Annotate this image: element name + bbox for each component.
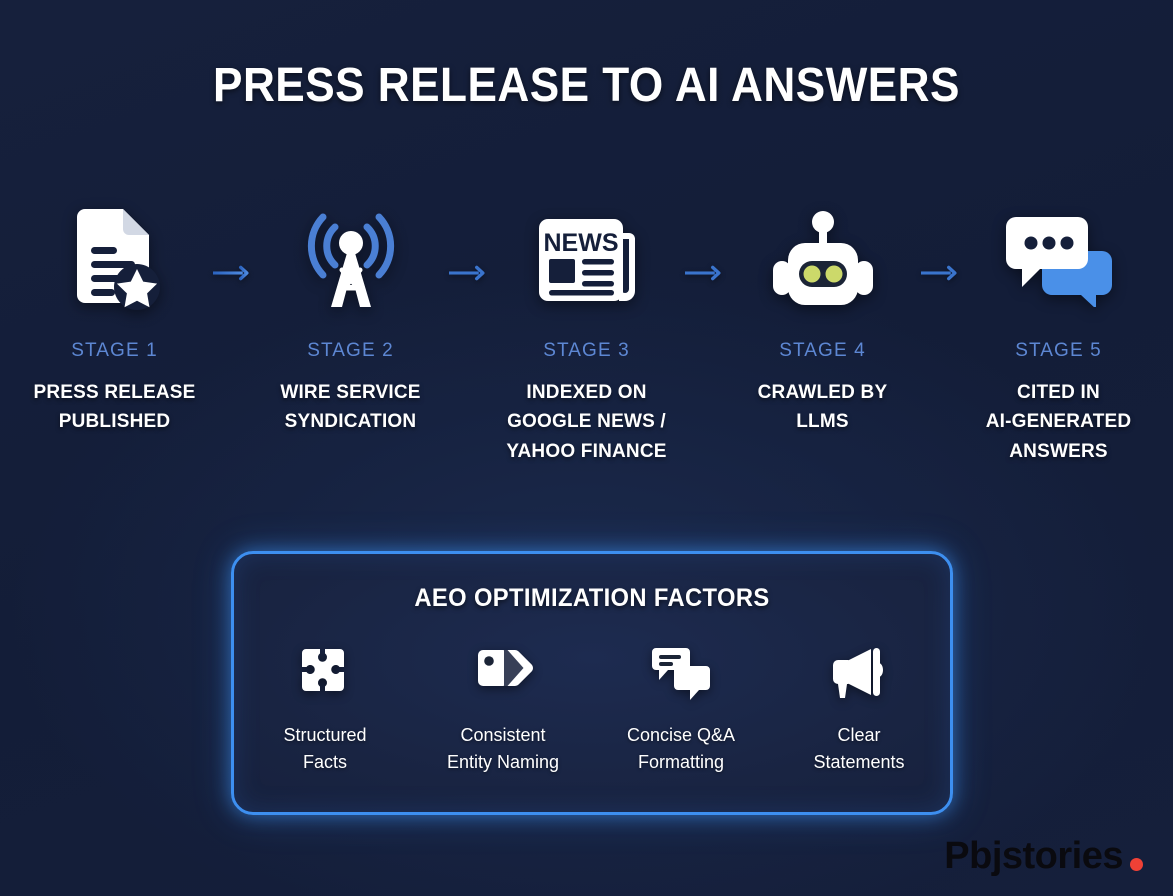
stage-1-number: STAGE 1 (71, 340, 158, 361)
page-title: PRESS RELEASE TO AI ANSWERS (213, 59, 960, 112)
qa-bubbles-icon (646, 641, 716, 703)
megaphone-icon (824, 641, 894, 703)
puzzle-icon (290, 641, 360, 703)
chat-bubbles-icon (994, 205, 1124, 313)
newspaper-headline: NEWS (543, 229, 618, 257)
newspaper-icon: NEWS (522, 205, 652, 313)
broadcast-tower-icon (286, 205, 416, 313)
stage-2-number: STAGE 2 (307, 340, 394, 361)
stage-4-number: STAGE 4 (779, 340, 866, 361)
document-star-icon (50, 205, 180, 313)
arrow-2 (448, 260, 489, 286)
aeo-panel-title: AEO OPTIMIZATION FACTORS (414, 584, 770, 612)
stage-5-number: STAGE 5 (1015, 340, 1102, 361)
brand-logo: Pbjstories (944, 835, 1143, 878)
brand-logo-dot (1130, 858, 1143, 871)
tags-icon (468, 641, 538, 703)
arrow-1 (212, 260, 253, 286)
arrow-3 (684, 260, 725, 286)
stage-3-number: STAGE 3 (543, 340, 630, 361)
arrow-4 (920, 260, 961, 286)
robot-icon (758, 205, 888, 313)
brand-logo-text: Pbjstories (944, 835, 1123, 877)
